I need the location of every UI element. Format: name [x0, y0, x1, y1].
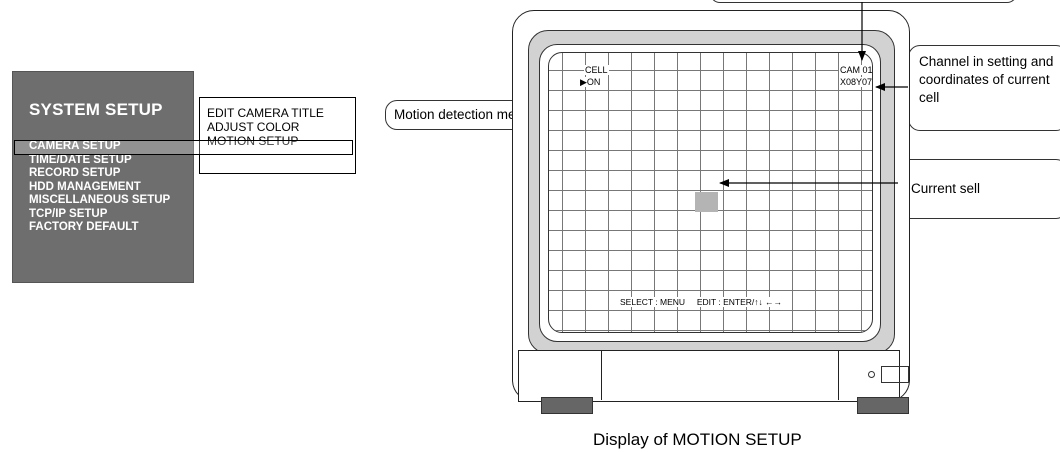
submenu-item-edit-camera-title[interactable]: EDIT CAMERA TITLE	[207, 106, 324, 120]
screen-camera-label: CAM 01	[839, 65, 873, 75]
power-button[interactable]	[881, 366, 909, 383]
menu-item-record-setup[interactable]: RECORD SETUP	[29, 167, 121, 179]
screen-key-hints: SELECT : MENU EDIT : ENTER/↑↓ ←→	[619, 297, 784, 307]
menu-item-hdd-management[interactable]: HDD MANAGEMENT	[29, 180, 141, 193]
submenu-item-motion-setup[interactable]: MOTION SETUP	[207, 134, 299, 148]
menu-item-tcpip-setup[interactable]: TCP/IP SETUP	[29, 207, 108, 220]
base-divider-right	[838, 350, 839, 400]
figure-caption: Display of MOTION SETUP	[593, 430, 802, 449]
camera-submenu-list: EDIT CAMERA TITLE ADJUST COLOR MOTION SE…	[207, 106, 324, 148]
power-led-icon	[868, 371, 875, 378]
callout-current-cell: Current sell	[898, 159, 1060, 219]
menu-item-time-date-setup[interactable]: TIME/DATE SETUP	[29, 153, 132, 166]
system-setup-list: CAMERA SETUP TIME/DATE SETUP RECORD SETU…	[29, 140, 170, 235]
system-setup-title: SYSTEM SETUP	[29, 100, 163, 119]
menu-item-camera-setup[interactable]: CAMERA SETUP	[29, 140, 121, 152]
selection-highlight	[14, 140, 353, 155]
screen-cell-state-value: ON	[586, 77, 601, 87]
current-cell[interactable]	[695, 192, 718, 212]
callout-channel-coordinates: Channel in setting and coordinates of cu…	[908, 45, 1060, 131]
motion-setup-screen: CELL ▶ON CAM 01 X08Y07 SELECT : MENU EDI…	[548, 52, 873, 333]
screen-cell-label: CELL	[584, 65, 609, 75]
menu-item-factory-default[interactable]: FACTORY DEFAULT	[29, 221, 139, 233]
system-setup-menu: SYSTEM SETUP CAMERA SETUP TIME/DATE SETU…	[12, 71, 194, 283]
monitor-base-panel	[518, 350, 900, 402]
camera-setup-submenu: EDIT CAMERA TITLE ADJUST COLOR MOTION SE…	[199, 97, 356, 174]
submenu-item-adjust-color[interactable]: ADJUST COLOR	[207, 120, 300, 134]
monitor-foot-left	[541, 397, 593, 414]
monitor-foot-right	[857, 397, 909, 414]
screen-cell-state[interactable]: ▶ON	[579, 77, 602, 87]
menu-item-miscellaneous-setup[interactable]: MISCELLANEOUS SETUP	[29, 194, 171, 206]
base-divider-left	[601, 350, 602, 400]
screen-coordinates: X08Y07	[839, 77, 873, 87]
pointer-triangle-icon: ▶	[580, 77, 587, 87]
